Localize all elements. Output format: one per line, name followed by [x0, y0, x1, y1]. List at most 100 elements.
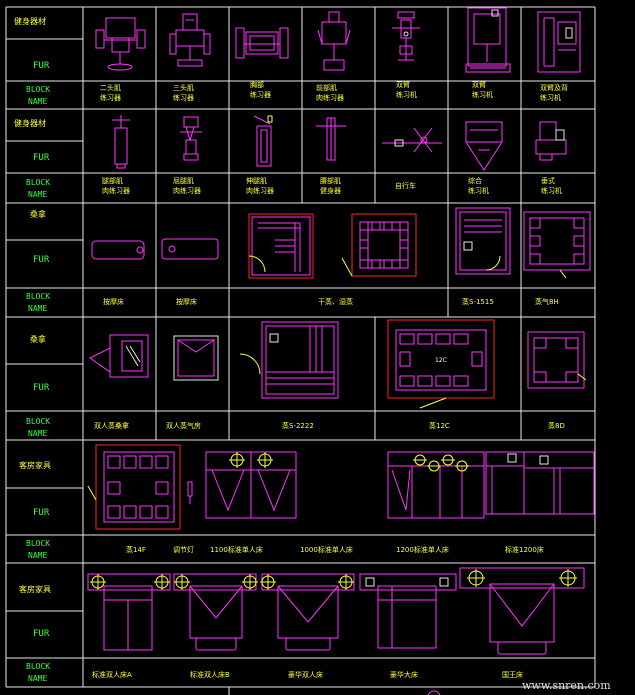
king-bed-drawing: [459, 567, 585, 655]
block-name-line1: 胸部: [250, 80, 264, 89]
category-label: 客房家具: [19, 584, 51, 594]
fur-label: FUR: [33, 508, 50, 518]
name-label: NAME: [28, 304, 47, 313]
block-name: 1200标准单人床: [396, 545, 449, 554]
standard-bed-1200-drawing: [523, 451, 595, 515]
category-label: 客房家具: [19, 460, 51, 470]
steam-s1515-drawing: [455, 207, 511, 275]
block-name-line1: 前部肌: [316, 83, 337, 92]
double-arm-trainer-drawing: [392, 11, 420, 61]
vertical-trainer-drawing: [535, 121, 567, 161]
block-name-line2: 肉练习器: [316, 93, 344, 102]
block-name-line2: 练习机: [540, 93, 561, 102]
partial-drawing-edge: [427, 690, 441, 695]
leg-extension-trainer-drawing: [253, 115, 273, 167]
block-label: BLOCK: [26, 662, 50, 671]
block-name-line1: 三头肌: [173, 83, 194, 92]
block-name: 干蒸、湿蒸: [318, 297, 353, 306]
row3-drawings: [91, 207, 591, 279]
row1-drawings: [95, 7, 581, 73]
block-name: 双人蒸气房: [166, 421, 201, 430]
block-label: BLOCK: [26, 292, 50, 301]
block-name-line2: 练习机: [541, 186, 562, 195]
block-name: 1000标准单人床: [300, 545, 353, 554]
fur-label: FUR: [33, 255, 50, 265]
double-bed-b-drawing: [173, 573, 258, 651]
block-name-line2: 肉练习器: [173, 186, 201, 195]
block-name-line1: 二头肌: [100, 83, 121, 92]
row6-drawings: [87, 567, 585, 655]
sauna-room-drawing: [341, 213, 417, 277]
leg-curl-trainer-drawing: [180, 116, 202, 161]
row4-drawings: 12C: [89, 319, 587, 409]
row5-drawings: [87, 444, 595, 530]
bicycle-drawing: [382, 127, 442, 153]
room-code-text: 12C: [435, 357, 447, 364]
steam-8d-drawing: [527, 331, 587, 389]
block-name: 蒸14F: [126, 545, 146, 554]
block-name: 标准双人床B: [190, 670, 230, 679]
steam-14f-drawing: [87, 444, 181, 530]
single-bed-1000-drawing: [387, 451, 485, 519]
double-steam-room-drawing: [173, 335, 219, 381]
deluxe-double-bed-drawing: [260, 573, 355, 651]
block-name-line1: 垂式: [541, 176, 555, 185]
block-name-line2: 练习机: [472, 90, 493, 99]
massage-bed-drawing: [91, 240, 145, 260]
block-name-line2: 练习器: [250, 90, 271, 99]
block-name-line2: 练习机: [396, 90, 417, 99]
block-name: 国王床: [502, 670, 523, 679]
block-name: 豪华大床: [390, 670, 418, 679]
double-sauna-drawing: [89, 334, 149, 378]
block-name: 标准双人床A: [92, 670, 132, 679]
single-bed-1100-drawing: [205, 451, 297, 519]
block-name: 按摩床: [103, 297, 124, 306]
double-arm-machine-drawing: [465, 7, 511, 73]
block-name-line2: 练习机: [468, 186, 489, 195]
category-label: 健身器材: [14, 16, 46, 26]
dry-wet-sauna-drawing: [248, 213, 314, 279]
luxury-king-bed-drawing: [359, 573, 457, 649]
steam-12c-drawing: 12C: [387, 319, 495, 409]
name-label: NAME: [28, 551, 47, 560]
block-name: 蒸8D: [548, 421, 565, 430]
front-muscle-trainer-drawing: [317, 11, 351, 71]
watermark-text: www.snren.com: [522, 679, 611, 692]
block-name: 蒸12C: [429, 421, 450, 430]
block-name-line1: 双臂: [472, 80, 486, 89]
name-label: NAME: [28, 97, 47, 106]
name-label: NAME: [28, 190, 47, 199]
block-name-line2: 健身器: [320, 186, 341, 195]
steam-s2222-drawing: [239, 321, 339, 399]
fur-label: FUR: [33, 383, 50, 393]
block-name: 1100标准单人床: [210, 545, 263, 554]
multi-trainer-drawing: [465, 121, 503, 171]
block-name-line1: 腿部肌: [102, 176, 123, 185]
dimmer-lamp-drawing: [187, 481, 193, 504]
block-name: 蒸气8H: [535, 297, 559, 306]
category-label: 桑拿: [30, 334, 46, 344]
block-name-line2: 练习器: [100, 93, 121, 102]
block-label: BLOCK: [26, 85, 50, 94]
block-name-line1: 综合: [468, 176, 482, 185]
block-name: 蒸S-1515: [462, 297, 494, 306]
double-arm-back-machine-drawing: [537, 11, 581, 73]
block-name-line1: 伸腿肌: [246, 176, 267, 185]
block-label: BLOCK: [26, 417, 50, 426]
block-name-line1: 双臂: [396, 80, 410, 89]
block-label: BLOCK: [26, 178, 50, 187]
biceps-trainer-drawing: [95, 17, 146, 71]
block-name: 标准1200床: [505, 545, 544, 554]
block-name: 调节灯: [173, 545, 194, 554]
block-names: 二头肌 练习器 三头肌 练习器 胸部 练习器 前部肌 肉练习器 双臂 练习机 双…: [92, 80, 568, 679]
triceps-trainer-drawing: [169, 13, 211, 67]
category-label: 桑拿: [30, 209, 46, 219]
category-label: 健身器材: [14, 118, 46, 128]
fur-label: FUR: [33, 629, 50, 639]
table-grid: [5, 6, 596, 695]
block-name: 蒸S-2222: [282, 421, 314, 430]
block-name-line1: 腰部肌: [320, 176, 341, 185]
name-label: NAME: [28, 429, 47, 438]
block-name-line1: 屈腿肌: [173, 177, 194, 185]
